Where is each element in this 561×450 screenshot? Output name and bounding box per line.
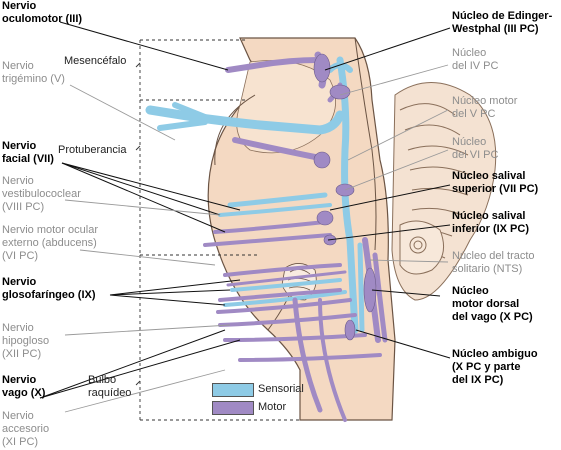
label-protuberancia: Protuberancia [58,144,127,156]
gray-leader-lines [64,64,449,413]
label-nucleo-iv: Núcleo del IV PC [452,47,499,72]
label-bulbo: Bulbo raquídeo [88,374,132,399]
label-vago: Nervio vago (X) [2,374,46,399]
bold-leader-lines [39,21,451,399]
legend-swatch-sensory [212,383,254,397]
label-oculomotor: Nervio oculomotor (III) [2,0,83,25]
label-vestibulococlear: Nervio vestibulococlear (VIII PC) [2,175,81,213]
label-trigemino: Nervio trigémino (V) [2,60,65,85]
label-glosofaringeo: Nervio glosofaríngeo (IX) [2,276,96,301]
label-ambiguo: Núcleo ambiguo (X PC y parte del IX PC) [452,348,538,386]
label-facial: Nervio facial (VII) [2,140,54,165]
label-motor-dorsal-vago: Núcleo motor dorsal del vago (X PC) [452,285,533,323]
legend-label-sensory: Sensorial [258,383,304,395]
legend-swatch-motor [212,401,254,415]
label-abducens: Nervio motor ocular externo (abducens) (… [2,224,98,262]
label-tracto-solitario: Núcleo del tracto solitario (NTS) [452,250,535,275]
region-brackets [135,39,300,421]
label-salival-superior: Núcleo salival superior (VII PC) [452,170,539,195]
label-edinger-westphal: Núcleo de Edinger- Westphal (III PC) [452,10,553,35]
label-nucleo-vi: Núcleo del VI PC [452,136,499,161]
label-hipogloso: Nervio hipogloso (XII PC) [2,322,50,360]
label-accesorio: Nervio accesorio (XI PC) [2,410,50,448]
label-mesencefalo: Mesencéfalo [64,55,127,67]
label-nucleo-v: Núcleo motor del V PC [452,95,518,120]
legend-label-motor: Motor [258,401,287,413]
label-salival-inferior: Núcleo salival inferior (IX PC) [452,210,530,235]
